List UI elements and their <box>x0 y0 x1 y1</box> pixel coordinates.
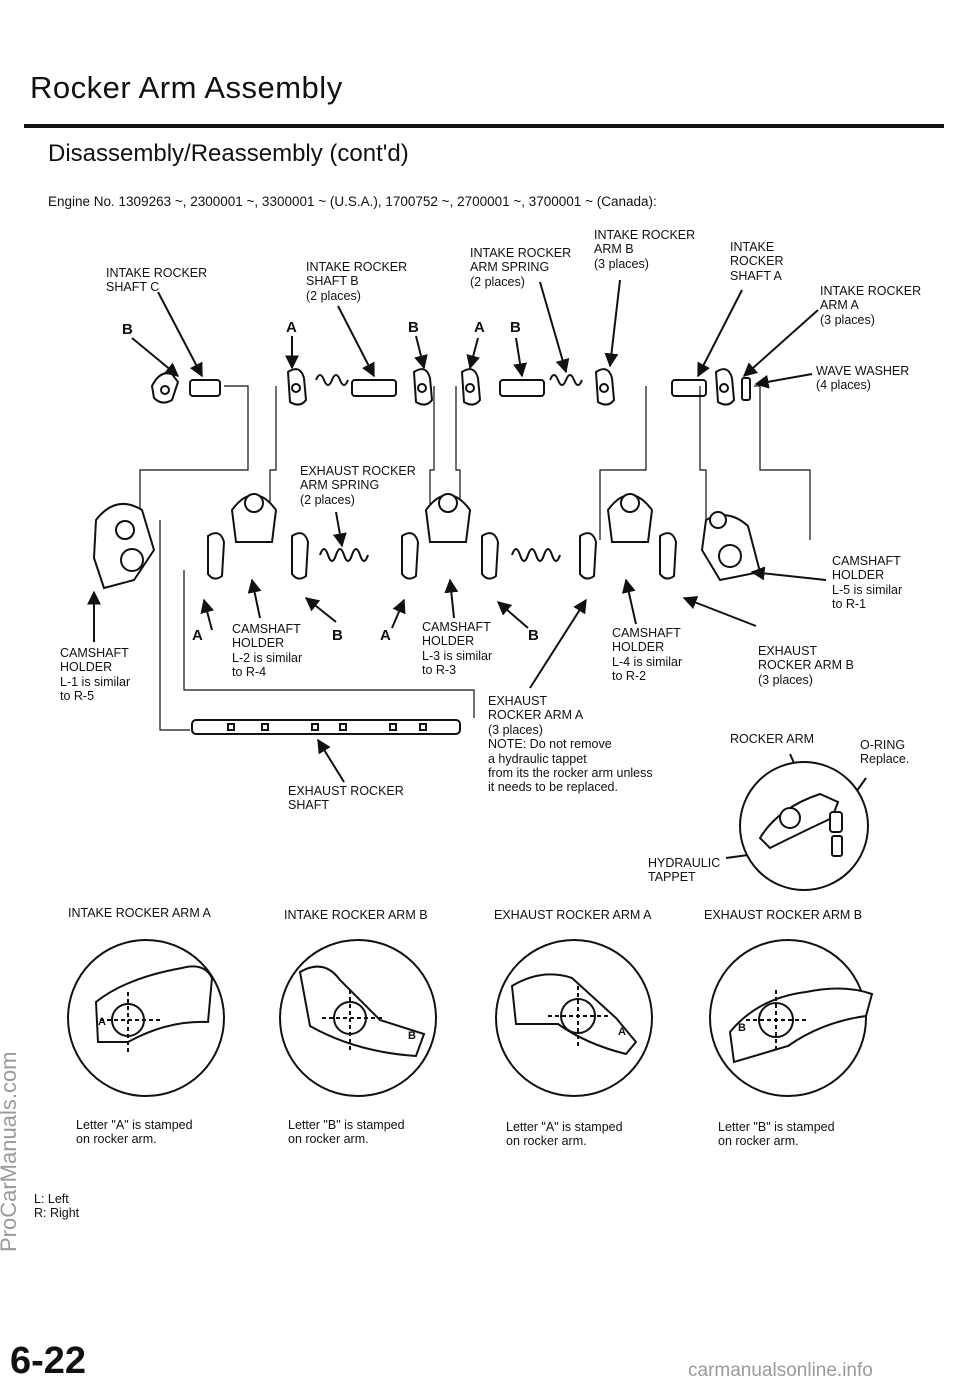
label-camshaft-holder-l5: CAMSHAFT HOLDER L-5 is similar to R-1 <box>832 554 903 612</box>
label-hydraulic-tappet: HYDRAULIC TAPPET <box>648 856 721 885</box>
exhaust-arm-part <box>579 532 598 580</box>
detail-intake-arm-a <box>67 939 225 1097</box>
detail-stamp-letter: A <box>98 1016 106 1028</box>
letter-a-mark: A <box>380 627 391 644</box>
intake-top-row <box>150 368 751 406</box>
camshaft-holders <box>92 493 762 590</box>
exhaust-rocker-shaft <box>191 719 461 735</box>
exhaust-arm-part <box>659 532 678 580</box>
exhaust-arm-part <box>291 532 310 580</box>
letter-b-mark: B <box>528 627 539 644</box>
label-intake-rocker-arm-b: INTAKE ROCKER ARM B (3 places) <box>594 228 696 271</box>
detail-caption-intake-arm-a: Letter "A" is stamped on rocker arm. <box>76 1118 193 1147</box>
label-exhaust-rocker-arm-b: EXHAUST ROCKER ARM B (3 places) <box>758 644 854 687</box>
intake-arm-part <box>460 368 482 406</box>
camshaft-holder-l2 <box>230 493 278 543</box>
exhaust-spring-right <box>511 548 561 562</box>
letter-b-mark: B <box>332 627 343 644</box>
intake-arm-part <box>412 368 434 406</box>
intake-arm-part <box>594 368 616 406</box>
detail-title-exhaust-arm-a: EXHAUST ROCKER ARM A <box>494 908 652 922</box>
detail-stamp-letter: A <box>618 1026 626 1038</box>
exhaust-spring-left <box>319 548 369 562</box>
left-right-legend: L: Left R: Right <box>34 1192 80 1221</box>
exhaust-arm-part <box>481 532 500 580</box>
page-number: 6-22 <box>10 1340 87 1382</box>
letter-b-mark: B <box>510 319 521 336</box>
letter-a-mark: A <box>192 627 203 644</box>
camshaft-holder-l4 <box>606 493 654 543</box>
detail-exhaust-arm-a <box>495 939 653 1097</box>
page-title: Rocker Arm Assembly <box>30 70 343 105</box>
detail-title-exhaust-arm-b: EXHAUST ROCKER ARM B <box>704 908 863 922</box>
label-exhaust-rocker-shaft: EXHAUST ROCKER SHAFT <box>288 784 404 813</box>
detail-title-intake-arm-b: INTAKE ROCKER ARM B <box>284 908 428 922</box>
detail-circles <box>67 939 874 1097</box>
detail-caption-intake-arm-b: Letter "B" is stamped on rocker arm. <box>288 1118 405 1147</box>
footer-watermark: carmanualsonline.info <box>688 1360 873 1381</box>
label-exhaust-rocker-arm-spring: EXHAUST ROCKER ARM SPRING (2 places) <box>300 464 416 507</box>
camshaft-holder-l3 <box>424 493 472 543</box>
label-camshaft-holder-l4: CAMSHAFT HOLDER L-4 is similar to R-2 <box>612 626 683 684</box>
camshaft-holder-l5 <box>700 511 762 582</box>
letter-b-mark: B <box>408 319 419 336</box>
detail-stamp-letter: B <box>408 1030 416 1042</box>
label-intake-rocker-shaft-b: INTAKE ROCKER SHAFT B (2 places) <box>306 260 408 303</box>
exhaust-arm-part <box>207 532 226 580</box>
label-intake-rocker-arm-spring: INTAKE ROCKER ARM SPRING (2 places) <box>470 246 572 289</box>
engine-number-note: Engine No. 1309263 ~, 2300001 ~, 3300001… <box>48 194 657 209</box>
camshaft-holder-l1 <box>92 502 156 590</box>
detail-title-intake-arm-a: INTAKE ROCKER ARM A <box>68 906 211 920</box>
hydraulic-tappet-detail <box>739 761 869 891</box>
title-rule <box>24 124 944 128</box>
section-subtitle: Disassembly/Reassembly (cont'd) <box>48 140 409 167</box>
detail-intake-arm-b <box>279 939 437 1097</box>
letter-a-mark: A <box>286 319 297 336</box>
stamp-letters: B A B A B A B A B <box>122 319 539 644</box>
label-camshaft-holder-l3: CAMSHAFT HOLDER L-3 is similar to R-3 <box>422 620 493 678</box>
label-intake-rocker-arm-a: INTAKE ROCKER ARM A (3 places) <box>820 284 922 327</box>
intake-arm-part <box>150 372 180 404</box>
label-intake-rocker-shaft-a: INTAKE ROCKER SHAFT A <box>730 240 784 283</box>
detail-caption-exhaust-arm-a: Letter "A" is stamped on rocker arm. <box>506 1120 623 1149</box>
leader-arrows <box>87 279 867 859</box>
label-exhaust-rocker-arm-a-note: EXHAUST ROCKER ARM A (3 places) NOTE: Do… <box>488 694 653 795</box>
detail-caption-exhaust-arm-b: Letter "B" is stamped on rocker arm. <box>718 1120 835 1149</box>
label-rocker-arm: ROCKER ARM <box>730 732 815 746</box>
letter-a-mark: A <box>474 319 485 336</box>
detail-stamp-letter: B <box>738 1022 746 1034</box>
side-watermark: ProCarManuals.com <box>0 1051 21 1252</box>
detail-exhaust-arm-b <box>709 939 874 1097</box>
label-wave-washer: WAVE WASHER (4 places) <box>816 364 910 393</box>
intake-arm-part <box>286 368 308 406</box>
label-intake-rocker-shaft-c: INTAKE ROCKER SHAFT C <box>106 266 208 295</box>
label-o-ring: O-RING Replace. <box>860 738 910 767</box>
label-camshaft-holder-l1: CAMSHAFT HOLDER L-1 is similar to R-5 <box>60 646 131 704</box>
label-camshaft-holder-l2: CAMSHAFT HOLDER L-2 is similar to R-4 <box>232 622 303 680</box>
exhaust-arm-part <box>401 532 420 580</box>
letter-b-mark: B <box>122 321 133 338</box>
intake-arm-part <box>714 368 736 406</box>
exhaust-row <box>207 532 678 580</box>
